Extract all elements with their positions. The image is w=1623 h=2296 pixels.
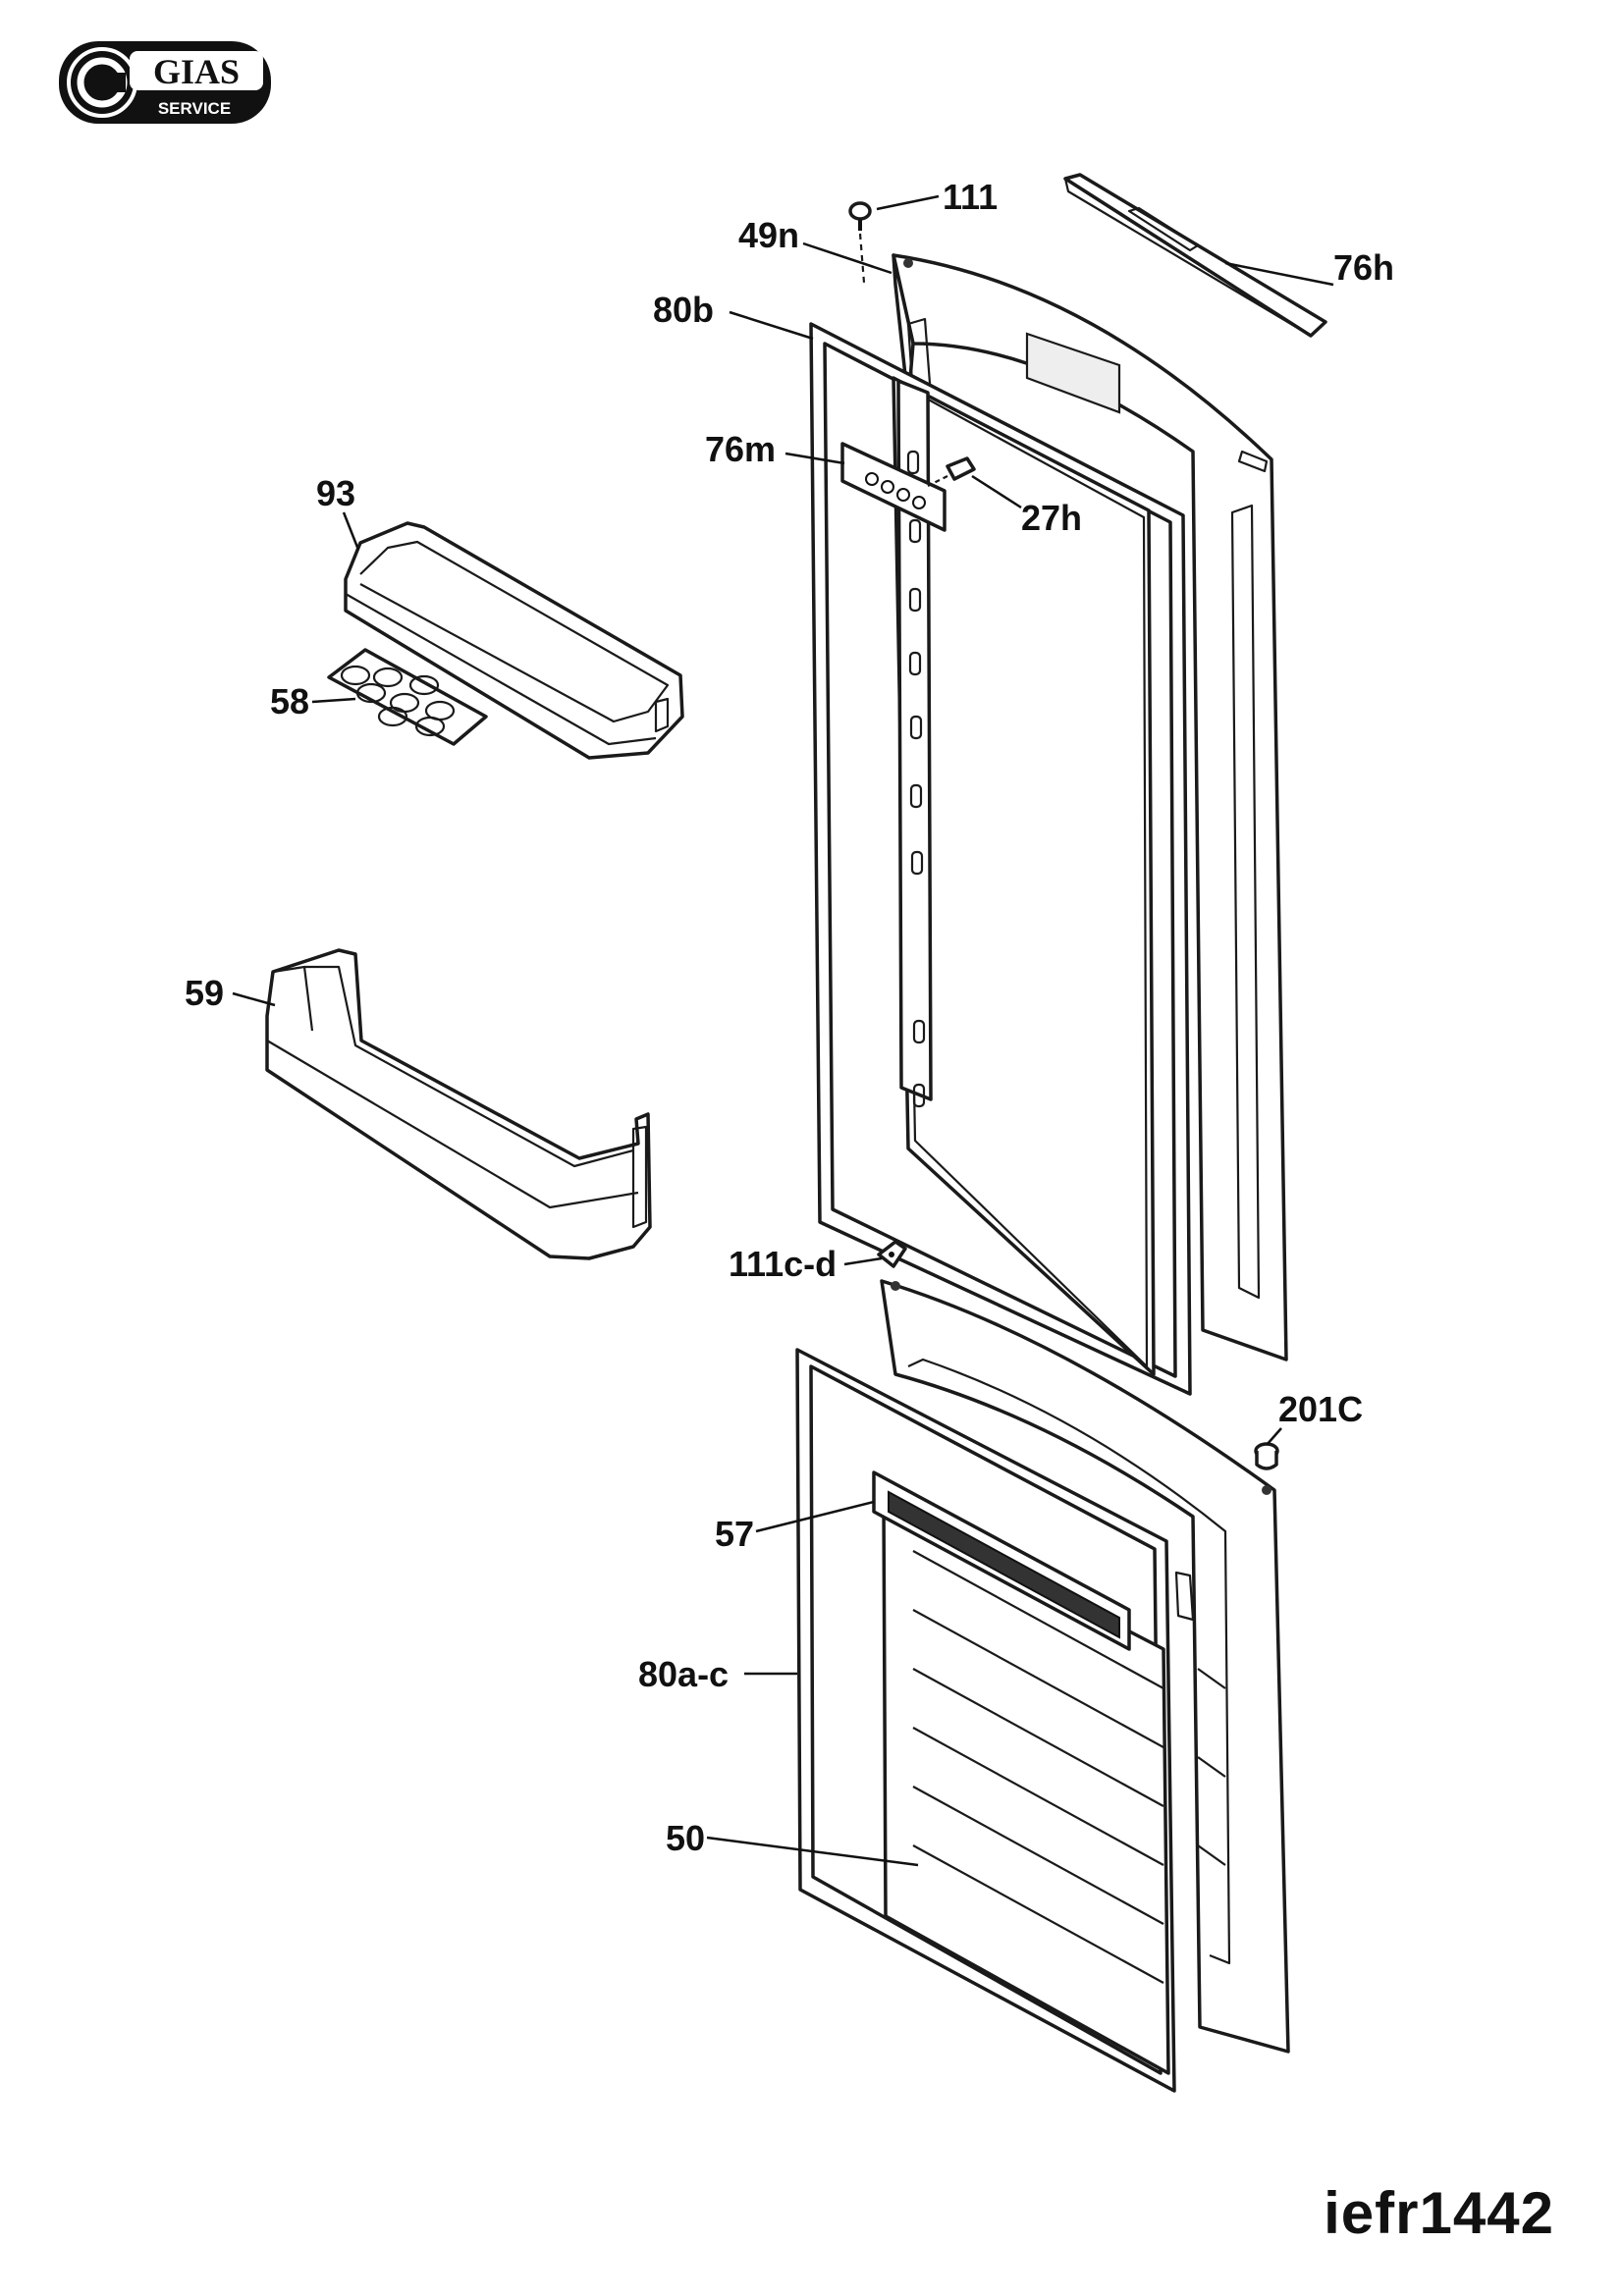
door-shelf-59 <box>265 948 652 1260</box>
callout-50: 50 <box>666 1818 705 1858</box>
callout-27h: 27h <box>1021 498 1082 538</box>
callout-80b: 80b <box>653 290 714 330</box>
upper-door-panel <box>892 253 1288 1362</box>
hinge-111c-d <box>877 1240 907 1268</box>
shelf-rail <box>896 379 933 1108</box>
gias-service-logo: GIAS SERVICE <box>59 41 271 124</box>
callout-58: 58 <box>270 681 309 721</box>
callout-59: 59 <box>185 973 224 1013</box>
svg-text:GIAS: GIAS <box>153 52 240 91</box>
callout-111: 111 <box>943 177 998 217</box>
callout-201c: 201C <box>1278 1389 1363 1429</box>
screw-111 <box>848 201 872 284</box>
callout-80a-c: 80a-c <box>638 1654 729 1694</box>
callout-93: 93 <box>316 473 355 513</box>
hinge-pin-201c <box>1254 1442 1279 1470</box>
callout-57: 57 <box>715 1514 754 1554</box>
callout-76m: 76m <box>705 429 776 469</box>
door-shelf-93 <box>344 521 684 760</box>
inner-liner-50 <box>882 1502 1170 2075</box>
callout-49n: 49n <box>738 215 799 255</box>
svg-text:SERVICE: SERVICE <box>158 99 231 118</box>
trim-strip-76h <box>1063 173 1327 338</box>
leader-lines <box>232 194 1334 1867</box>
handle-strip-57 <box>872 1470 1131 1651</box>
model-code: iefr1442 <box>1324 2180 1554 2246</box>
callout-labels: 111 49n 76h 80b 76m 27h 93 58 59 111c-d … <box>185 177 1394 1858</box>
egg-tray-58 <box>327 648 488 746</box>
callout-111c-d: 111c-d <box>729 1244 837 1284</box>
pin-27h <box>927 456 976 487</box>
callout-76h: 76h <box>1333 247 1394 288</box>
lower-door-panel <box>880 1279 1290 2054</box>
control-panel-76m <box>840 442 947 532</box>
